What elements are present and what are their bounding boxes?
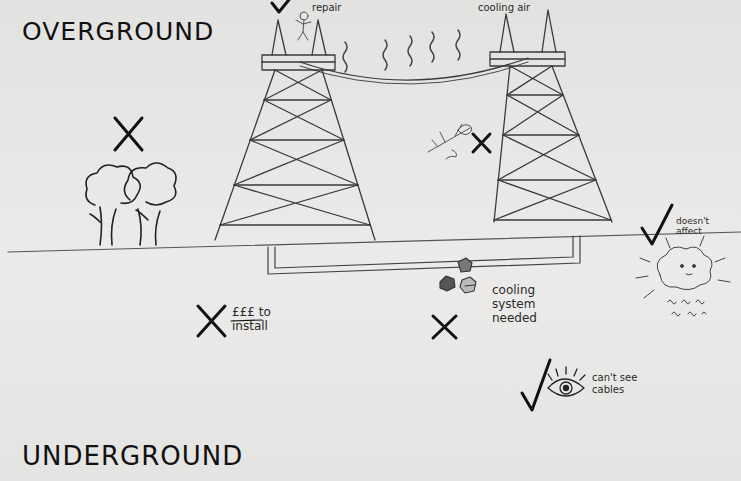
eye-icon [548,367,585,396]
note-text: repair [312,2,372,14]
weather-cloud [636,236,730,316]
note-text: cooling air [478,2,548,14]
cross-mark [198,306,225,336]
cross-mark [473,134,490,152]
check-mark [272,0,292,12]
heat-lines [343,30,460,72]
left-pylon [215,20,375,240]
check-mark [522,360,550,410]
rocks [440,258,476,293]
bird-branch [428,124,472,159]
cross-mark [433,316,456,338]
right-pylon [490,10,612,222]
section-heading: OVERGROUND [22,18,282,47]
repair-person [296,12,311,40]
overhead-cable [300,58,528,80]
check-mark [642,205,672,244]
ground-line [8,232,741,252]
note-text: £££ to install [232,306,280,334]
note-text: cooling system needed [492,284,556,325]
underground-cable [268,236,580,274]
cross-mark [115,118,142,150]
note-text: doesn't affect [676,216,736,237]
trees [86,163,176,245]
section-heading: UNDERGROUND [22,442,322,472]
note-text: can't see cables [592,372,642,395]
